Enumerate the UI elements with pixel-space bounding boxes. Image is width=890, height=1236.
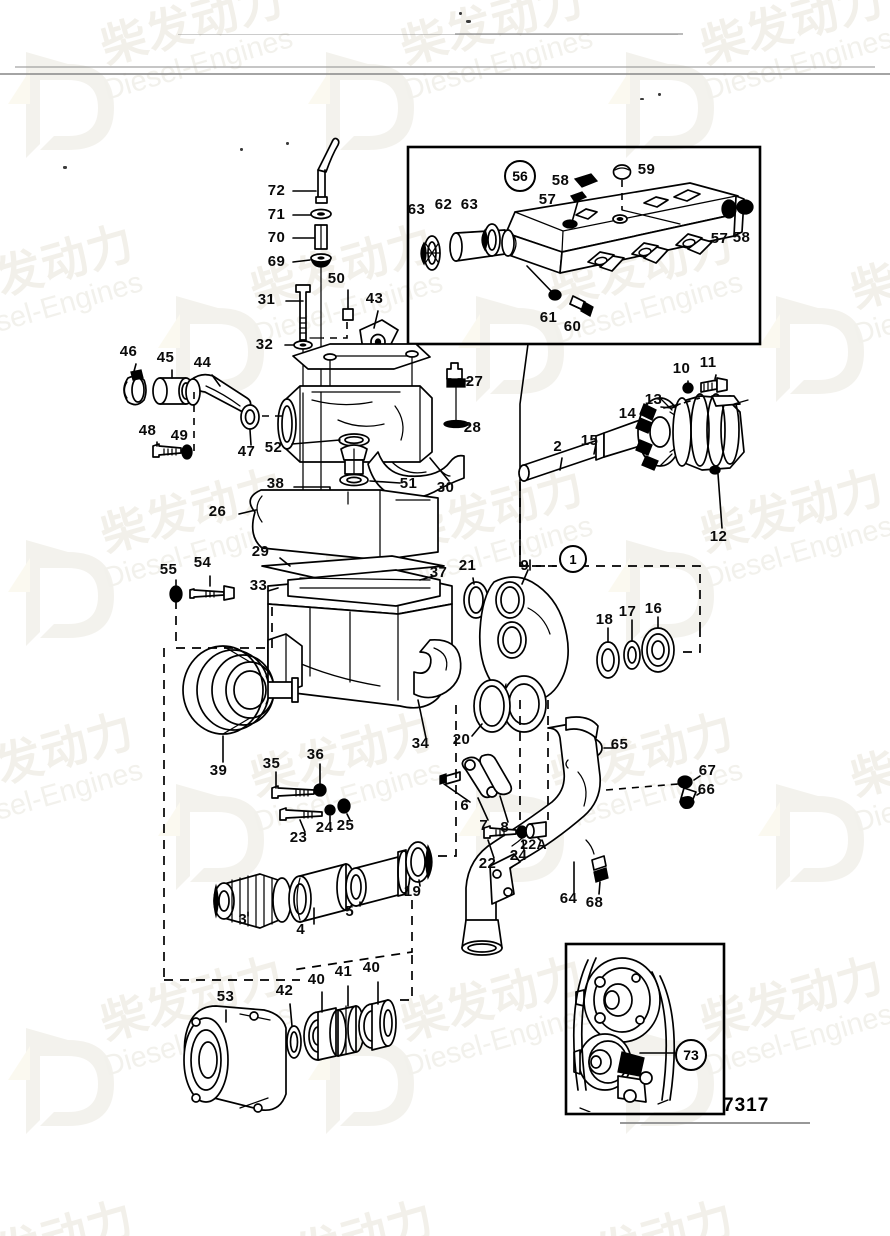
callout-4: 4 [296,921,306,938]
callout-37: 37 [429,564,448,581]
callout-11: 11 [699,354,717,371]
callout-63: 63 [407,201,426,218]
scan-rule-bottom-page [620,1122,810,1125]
callout-31: 31 [257,291,276,308]
callout-19: 19 [403,883,422,900]
callout-10: 10 [672,360,691,377]
callout-58b: 58 [732,229,751,246]
callout-46: 46 [119,343,138,360]
callout-53: 53 [216,988,235,1005]
callout-28: 28 [463,419,482,436]
callout-58: 58 [551,172,570,189]
callout-2: 2 [553,438,563,455]
callout-40b: 40 [362,959,381,976]
callout-59: 59 [637,161,656,178]
callout-72: 72 [267,182,286,199]
callout-42: 42 [275,982,294,999]
callout-39: 39 [209,762,228,779]
scan-speck [63,166,67,169]
callout-26: 26 [208,503,227,520]
callout-23: 23 [289,829,308,846]
scan-speck [240,148,243,151]
callout-38: 38 [266,475,285,492]
callout-48: 48 [138,422,157,439]
callout-50: 50 [327,270,346,287]
callout-33: 33 [249,577,268,594]
callout-29: 29 [251,543,270,560]
scan-rule-top2 [455,33,683,35]
callout-65: 65 [610,736,629,753]
callout-24: 24 [315,819,334,836]
scan-rule-top [178,34,678,36]
callout-47: 47 [237,443,256,460]
callout-22: 22 [478,855,497,872]
callout-71: 71 [267,206,286,223]
callout-69: 69 [267,253,286,270]
callout-70: 70 [267,229,286,246]
callout-51: 51 [399,475,418,492]
callout-57b: 57 [710,230,729,247]
callout-62: 62 [434,196,453,213]
callout-21: 21 [458,557,477,574]
callout-32: 32 [255,336,274,353]
callout-16: 16 [644,600,663,617]
callout-12: 12 [709,528,728,545]
callout-63b: 63 [460,196,479,213]
callout-44: 44 [193,354,212,371]
callout-27: 27 [465,373,484,390]
callout-5: 5 [345,903,355,920]
callout-15: 15 [580,432,599,449]
callout-56: 56 [504,160,536,192]
figure-number: 7317 [723,1095,770,1116]
callout-64: 64 [559,890,578,907]
callout-54: 54 [193,554,212,571]
callout-13: 13 [644,391,663,408]
callout-9: 9 [520,557,530,574]
callout-52: 52 [264,439,283,456]
scan-rule-mid [15,66,875,68]
callout-25: 25 [336,817,355,834]
callout-18: 18 [595,611,614,628]
callout-24b: 24 [509,847,528,864]
callout-55: 55 [159,561,178,578]
callout-60: 60 [563,318,582,335]
callout-73: 73 [675,1039,707,1071]
callout-35: 35 [262,755,281,772]
callout-43: 43 [365,290,384,307]
callout-61: 61 [539,309,558,326]
callout-20: 20 [452,731,471,748]
callout-3: 3 [238,911,248,928]
scan-speck [286,142,289,145]
callout-41: 41 [334,963,353,980]
callout-30: 30 [436,479,455,496]
callout-49: 49 [170,427,189,444]
callout-17: 17 [618,603,637,620]
callout-8: 8 [500,819,510,836]
scan-rule-bottom [0,73,890,75]
callout-57: 57 [538,191,557,208]
callout-67: 67 [698,762,717,779]
callout-68: 68 [585,894,604,911]
scan-speck [466,20,471,23]
callout-34: 34 [411,735,430,752]
callout-6: 6 [460,797,470,814]
callout-45: 45 [156,349,175,366]
callout-14: 14 [618,405,637,422]
callout-40: 40 [307,971,326,988]
callout-36: 36 [306,746,325,763]
callout-7: 7 [479,817,489,834]
scan-speck [459,12,462,15]
callout-66: 66 [697,781,716,798]
callout-1: 1 [559,545,587,573]
